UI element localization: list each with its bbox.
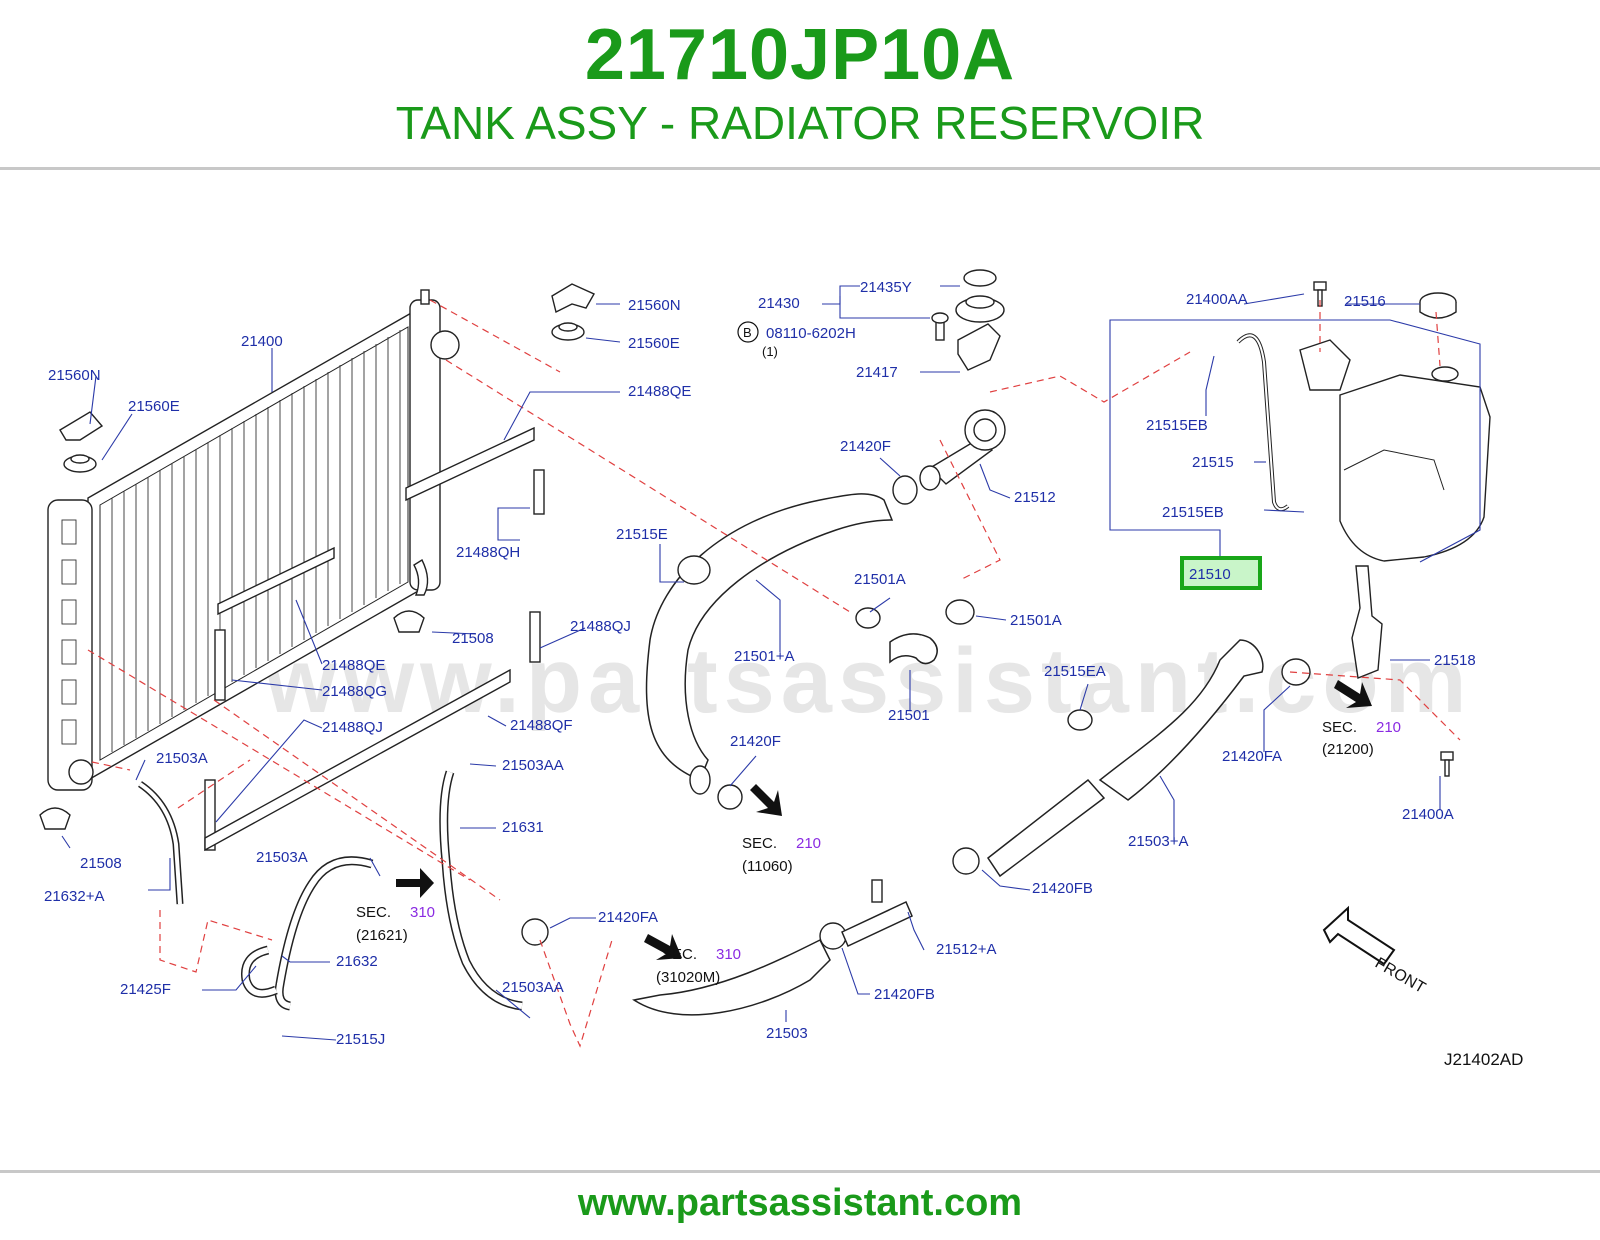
label-21515EA[interactable]: 21515EA <box>1044 663 1106 680</box>
label-21560E-top[interactable]: 21560E <box>628 335 680 352</box>
label-21488QF[interactable]: 21488QF <box>510 717 573 734</box>
thermostat-housing-icon <box>892 269 1006 505</box>
part-description: TANK ASSY - RADIATOR RESERVOIR <box>395 97 1205 149</box>
label-21515EB-top[interactable]: 21515EB <box>1146 417 1208 434</box>
left-mount-bracket-icon <box>59 411 104 473</box>
svg-text:SEC.: SEC. <box>356 904 391 921</box>
label-21425F[interactable]: 21425F <box>120 981 171 998</box>
diagram-code: J21402AD <box>1444 1050 1523 1069</box>
label-21503A-top[interactable]: 21503A <box>156 750 208 767</box>
reservoir-tank-assembly <box>1236 292 1491 562</box>
label-21515J[interactable]: 21515J <box>336 1031 385 1048</box>
header-divider <box>0 167 1600 170</box>
dashed-reference-lines <box>87 299 1461 1048</box>
upper-mount-bracket-icon <box>551 283 595 341</box>
section-ref-21200[interactable]: SEC. 210 (21200) <box>1322 719 1401 758</box>
label-21420FA-right[interactable]: 21420FA <box>1222 748 1282 765</box>
svg-text:210: 210 <box>1376 719 1401 736</box>
label-21503-plus-A[interactable]: 21503+A <box>1128 833 1188 850</box>
label-21488QE-top[interactable]: 21488QE <box>628 383 691 400</box>
label-21632[interactable]: 21632 <box>336 953 378 970</box>
label-21503[interactable]: 21503 <box>766 1025 808 1042</box>
label-21435Y[interactable]: 21435Y <box>860 279 912 296</box>
svg-text:(21200): (21200) <box>1322 741 1374 758</box>
label-21560E-left[interactable]: 21560E <box>128 398 180 415</box>
label-21488QE-mid[interactable]: 21488QE <box>322 657 385 674</box>
label-21420FB-bot[interactable]: 21420FB <box>874 986 935 1003</box>
section-ref-31020M[interactable]: SEC. 310 (31020M) <box>656 946 741 986</box>
label-21400[interactable]: 21400 <box>241 333 283 350</box>
label-08110-qty: (1) <box>762 344 778 359</box>
svg-text:310: 310 <box>716 946 741 963</box>
seal-strips <box>204 426 545 852</box>
front-direction-label: FRONT <box>1372 955 1428 997</box>
clamp-icons <box>521 555 1311 950</box>
svg-text:SEC.: SEC. <box>662 946 697 963</box>
label-21515EB-bot[interactable]: 21515EB <box>1162 504 1224 521</box>
label-21515[interactable]: 21515 <box>1192 454 1234 471</box>
label-21420F-bot[interactable]: 21420F <box>730 733 781 750</box>
label-21503AA-top[interactable]: 21503AA <box>502 757 564 774</box>
label-21632A[interactable]: 21632+A <box>44 888 104 905</box>
svg-text:(21621): (21621) <box>356 927 408 944</box>
svg-text:SEC.: SEC. <box>1322 719 1357 736</box>
label-21501[interactable]: 21501 <box>888 707 930 724</box>
diagram-watermark: www.partsassistant.com <box>264 630 1472 732</box>
part-number-title: 21710JP10A <box>584 15 1016 95</box>
label-21515E[interactable]: 21515E <box>616 526 668 543</box>
section-ref-21621[interactable]: SEC. 310 (21621) <box>356 904 435 944</box>
b-symbol-letter: B <box>743 325 752 340</box>
label-21400A[interactable]: 21400A <box>1402 806 1454 823</box>
label-21503A-mid[interactable]: 21503A <box>256 849 308 866</box>
label-21560N-left[interactable]: 21560N <box>48 367 101 384</box>
label-21503AA-bot[interactable]: 21503AA <box>502 979 564 996</box>
leader-lines <box>61 285 1481 1041</box>
label-21400AA-top[interactable]: 21400AA <box>1186 291 1248 308</box>
highlighted-part-box[interactable] <box>1180 556 1262 590</box>
label-21508-left[interactable]: 21508 <box>80 855 122 872</box>
section-ref-11060[interactable]: SEC. 210 (11060) <box>742 835 821 875</box>
label-21501A-right[interactable]: 21501A <box>1010 612 1062 629</box>
label-21420FB-right[interactable]: 21420FB <box>1032 880 1093 897</box>
label-21516[interactable]: 21516 <box>1344 293 1386 310</box>
svg-text:(11060): (11060) <box>742 858 793 875</box>
footer-divider <box>0 1170 1600 1173</box>
svg-text:SEC.: SEC. <box>742 835 777 852</box>
label-21420F-top[interactable]: 21420F <box>840 438 891 455</box>
label-21512-plus-A[interactable]: 21512+A <box>936 941 996 958</box>
lower-mount-insulator-icon <box>39 610 425 830</box>
b-symbol-icon <box>737 321 759 343</box>
svg-text:310: 310 <box>410 904 435 921</box>
label-21488QG[interactable]: 21488QG <box>322 683 387 700</box>
bypass-hoses <box>137 770 523 1011</box>
label-21430[interactable]: 21430 <box>758 295 800 312</box>
bolt-icons <box>1313 281 1454 777</box>
svg-text:210: 210 <box>796 835 821 852</box>
label-21420FA-left[interactable]: 21420FA <box>598 909 658 926</box>
label-21560N-top[interactable]: 21560N <box>628 297 681 314</box>
section-arrow-icons <box>396 680 1372 960</box>
front-arrow-icon <box>1322 905 1396 966</box>
label-21510-highlighted[interactable]: 21510 <box>1189 566 1231 583</box>
lower-radiator-hose <box>632 639 1264 1016</box>
label-21488QJ-right[interactable]: 21488QJ <box>570 618 631 635</box>
label-21488QH[interactable]: 21488QH <box>456 544 520 561</box>
label-21417[interactable]: 21417 <box>856 364 898 381</box>
svg-text:(31020M): (31020M) <box>656 969 720 986</box>
label-21512[interactable]: 21512 <box>1014 489 1056 506</box>
label-21518[interactable]: 21518 <box>1434 652 1476 669</box>
page-header: 21710JP10A TANK ASSY - RADIATOR RESERVOI… <box>0 0 1600 172</box>
label-08110-6202H[interactable]: 08110-6202H <box>766 325 856 342</box>
footer-url-link[interactable]: www.partsassistant.com <box>577 1182 1023 1224</box>
label-21508-right[interactable]: 21508 <box>452 630 494 647</box>
radiator-core <box>47 289 460 791</box>
label-21631[interactable]: 21631 <box>502 819 544 836</box>
label-21501A-left[interactable]: 21501A <box>854 571 906 588</box>
label-21501-plus-A[interactable]: 21501+A <box>734 648 794 665</box>
reservoir-bracket-icon <box>1351 565 1383 679</box>
label-21488QJ-left[interactable]: 21488QJ <box>322 719 383 736</box>
